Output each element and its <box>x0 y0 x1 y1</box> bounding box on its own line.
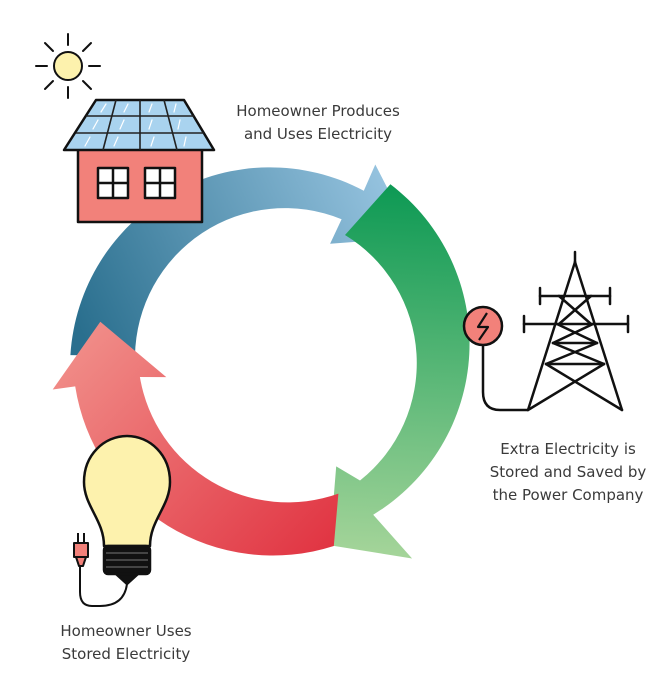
electric-meter-icon <box>462 305 528 412</box>
label-extra-electricity-stored: Extra Electricity is Stored and Saved by… <box>489 440 647 504</box>
house-wall <box>76 146 204 224</box>
label-homeowner-uses-stored: Homeowner Uses Stored Electricity <box>60 622 192 663</box>
sun-icon <box>35 33 101 99</box>
power-tower-icon <box>522 250 630 412</box>
light-bulb-icon <box>79 434 172 607</box>
bulb-glass <box>82 434 172 548</box>
solar-glint <box>84 103 187 147</box>
house-icon <box>62 98 216 224</box>
label-homeowner-produces: Homeowner Produces and Uses Electricity <box>236 102 400 143</box>
arrow-red-use <box>52 321 339 556</box>
arrow-green-store <box>329 184 470 559</box>
plug-icon <box>73 533 89 567</box>
solar-grid <box>76 99 204 151</box>
bulb-cord <box>79 566 128 607</box>
meter-cable <box>481 345 528 412</box>
house-windows <box>96 166 177 200</box>
solar-roof <box>62 98 216 152</box>
